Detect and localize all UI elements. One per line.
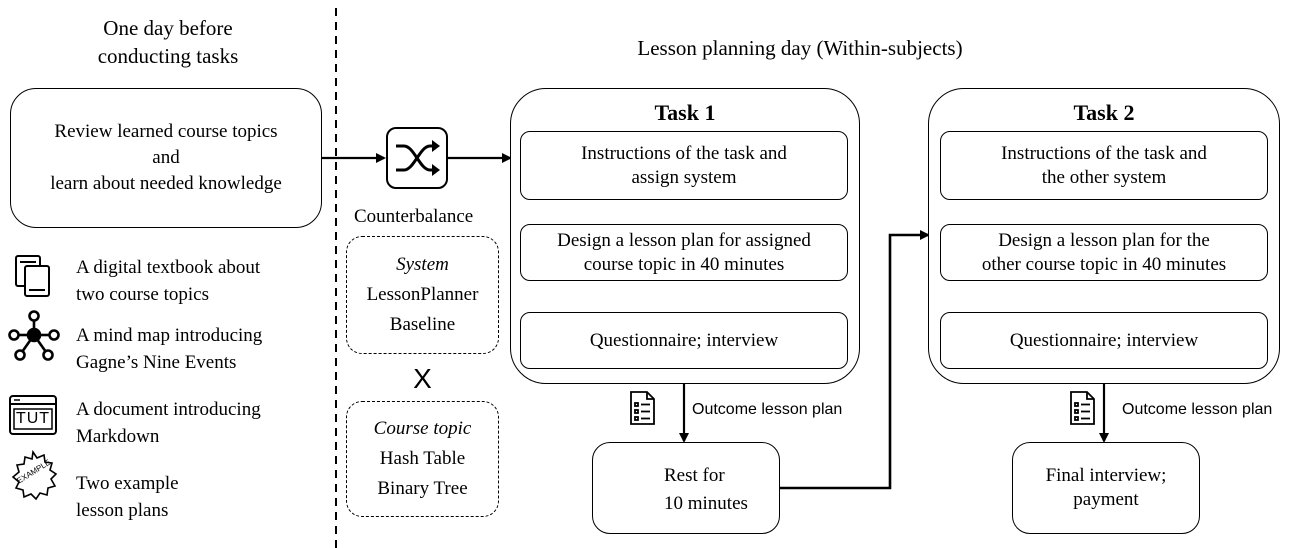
left-heading-line1: One day before — [103, 16, 233, 40]
tutorial-icon-text: TUT — [15, 410, 51, 427]
cross-symbol: X — [413, 363, 432, 394]
task2-step-instructions: Instructions of the task and the other s… — [940, 131, 1268, 200]
course-topic-option-2: Binary Tree — [377, 478, 468, 499]
material-example-line2: lesson plans — [76, 500, 169, 521]
task1-step3-text: Questionnaire; interview — [589, 329, 779, 351]
course-topic-title: Course topic — [373, 418, 472, 439]
task2-step-design: Design a lesson plan for the other cours… — [940, 224, 1268, 281]
rest-line1: Rest for — [664, 465, 725, 486]
material-tutorial-line2: Markdown — [76, 426, 160, 447]
material-tutorial-line1: A document introducing — [76, 399, 261, 420]
left-heading-line2: conducting tasks — [97, 44, 239, 68]
task2-step-questionnaire: Questionnaire; interview — [940, 312, 1268, 369]
review-line2: and — [152, 147, 180, 168]
final-box: Final interview; payment — [1012, 442, 1200, 534]
material-example-line1: Two example — [76, 473, 179, 494]
review-box: Review learned course topics and learn a… — [10, 88, 322, 228]
system-option-1: LessonPlanner — [366, 284, 479, 305]
task2-step2-line2: other course topic in 40 minutes — [981, 253, 1227, 275]
task1-step-instructions: Instructions of the task and assign syst… — [520, 131, 848, 200]
system-group-title: System — [396, 254, 449, 275]
task2-step1-line1: Instructions of the task and — [1001, 142, 1207, 164]
textbook-icon — [15, 255, 50, 297]
final-line2: payment — [1073, 489, 1139, 510]
right-heading: Lesson planning day (Within-subjects) — [637, 36, 963, 60]
rest-line2: 10 minutes — [664, 493, 748, 514]
material-mindmap-text: A mind map introducing Gagne’s Nine Even… — [76, 322, 262, 376]
material-textbook-line1: A digital textbook about — [76, 257, 261, 278]
review-line1: Review learned course topics — [54, 121, 278, 142]
mind-map-icon — [8, 310, 60, 361]
task1-step-design: Design a lesson plan for assigned course… — [520, 224, 848, 281]
material-example-text: Two example lesson plans — [76, 470, 179, 524]
task1-step2-line1: Design a lesson plan for assigned — [557, 229, 811, 251]
course-topic-option-1: Hash Table — [379, 448, 466, 469]
outcome-document-icon-2 — [1070, 391, 1095, 425]
task2-step1-line2: the other system — [1041, 166, 1167, 188]
task1-step1-line2: assign system — [631, 166, 737, 188]
system-group: System LessonPlanner Baseline — [346, 236, 499, 354]
material-tutorial-text: A document introducing Markdown — [76, 396, 261, 450]
task1-step1-line1: Instructions of the task and — [581, 142, 787, 164]
task1-outcome-label: Outcome lesson plan — [692, 401, 843, 418]
material-mindmap-line2: Gagne’s Nine Events — [76, 352, 237, 373]
outcome-document-icon-1 — [630, 391, 655, 425]
task2-step3-text: Questionnaire; interview — [1009, 329, 1199, 351]
arrow-rest-to-task2 — [780, 230, 930, 490]
material-textbook-text: A digital textbook about two course topi… — [76, 254, 260, 308]
left-heading: One day before conducting tasks — [0, 14, 336, 70]
task1-step-questionnaire: Questionnaire; interview — [520, 312, 848, 369]
task2-title: Task 2 — [1073, 100, 1135, 125]
task2-step2-line1: Design a lesson plan for the — [998, 229, 1210, 251]
course-topic-group: Course topic Hash Table Binary Tree — [346, 401, 499, 517]
task2-outcome-label: Outcome lesson plan — [1122, 401, 1273, 418]
final-line1: Final interview; — [1045, 465, 1167, 486]
review-line3: learn about needed knowledge — [50, 173, 282, 194]
rest-text: Rest for 10 minutes — [664, 462, 748, 518]
tutorial-icon — [9, 395, 57, 435]
material-textbook-line2: two course topics — [76, 284, 209, 305]
task1-title: Task 1 — [654, 100, 716, 125]
task1-step2-line2: course topic in 40 minutes — [583, 253, 785, 275]
system-option-2: Baseline — [389, 314, 456, 335]
example-stamp-icon — [11, 449, 58, 501]
shuffle-icon — [386, 127, 448, 189]
counterbalance-label: Counterbalance — [354, 206, 474, 227]
rest-box — [592, 442, 780, 534]
material-mindmap-line1: A mind map introducing — [76, 325, 263, 346]
